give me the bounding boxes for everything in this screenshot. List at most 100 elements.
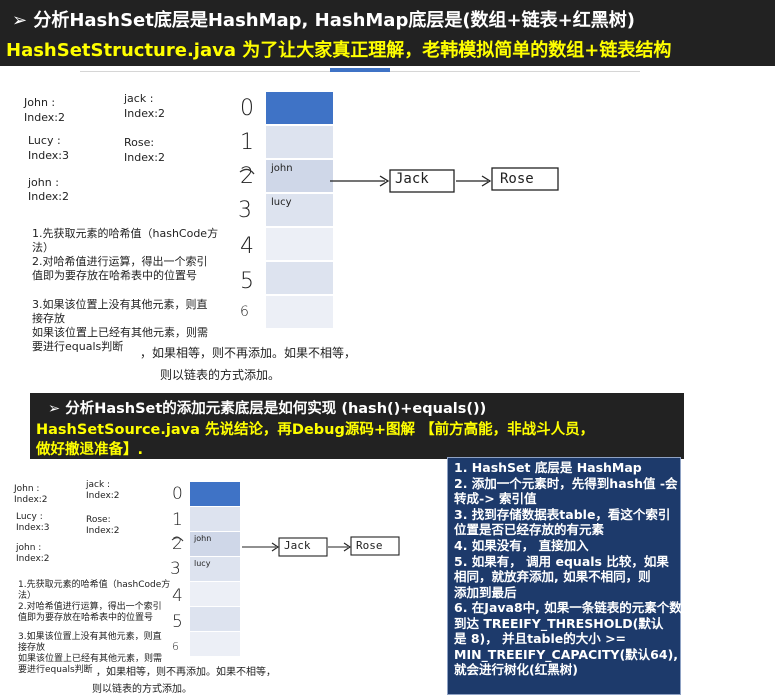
trailing-line-1: ，如果相等，则不再添加。如果不相等，	[140, 346, 357, 360]
step-line: 2.对哈希值进行运算，得出一个索引	[18, 602, 162, 612]
step-line: 如果该位置上已经有其他元素，则需	[18, 654, 163, 664]
second-banner-title: ➢ 分析HashSet的添加元素底层是如何实现 (hash()+equals()…	[48, 401, 487, 417]
trailing-line-2: 则以链表的方式添加。	[160, 368, 281, 382]
note-jack-index: Index:2	[124, 107, 165, 120]
info-item: 6. 在Java8中, 如果一条链表的元素个数	[454, 600, 682, 615]
array-cell	[190, 482, 240, 506]
top-banner-title: ➢ 分析HashSet底层是HashMap, HashMap底层是(数组+链表+…	[12, 10, 635, 31]
step-line: 接存放	[18, 643, 46, 653]
index-number: 3	[238, 198, 252, 223]
step-line: 1.先获取元素的哈希值（hashCode方	[32, 227, 219, 240]
array-cell: john	[190, 532, 240, 556]
step-line: 值即为要存放在哈希表中的位置号	[32, 269, 197, 282]
step-line: 1.先获取元素的哈希值（hashCode方	[18, 580, 171, 590]
note-lucy-label: Lucy :	[16, 512, 43, 522]
array-cell: john	[266, 160, 333, 192]
array-cell	[190, 607, 240, 631]
index-number: 5	[172, 612, 183, 632]
cell-john-text: john	[271, 163, 293, 174]
linked-list-drawing	[171, 536, 400, 557]
info-item: 相同，就放弃添加, 如果不相同，则	[454, 569, 651, 584]
note-john2-index: Index:2	[28, 190, 69, 203]
index-number: 0	[240, 96, 254, 121]
node-jack-text: Jack	[395, 171, 429, 187]
index-number: 0	[172, 484, 183, 504]
note-rose-index: Index:2	[86, 526, 120, 536]
linked-list-drawing	[239, 167, 559, 193]
note-rose-label: Rose:	[86, 515, 111, 525]
trailing-line-1: ，如果相等，则不再添加。如果不相等，	[96, 667, 276, 678]
step-line: 法）	[18, 591, 37, 601]
node-rose-text: Rose	[356, 539, 383, 552]
note-rose-index: Index:2	[124, 151, 165, 164]
info-item: 4. 如果没有， 直接加入	[454, 538, 589, 553]
top-banner	[0, 0, 775, 66]
note-john-index: Index:2	[14, 495, 48, 505]
step-line: 接存放	[32, 312, 65, 325]
index-number: 4	[240, 234, 254, 259]
note-rose-label: Rose:	[124, 136, 155, 149]
info-item: 添加到最后	[454, 585, 517, 600]
info-box: 1. HashSet 底层是 HashMap 2. 添加一个元素时，先得到has…	[447, 457, 682, 695]
note-lucy-index: Index:3	[28, 149, 69, 162]
info-item: 2. 添加一个元素时，先得到hash值 -会	[454, 476, 678, 491]
array-cell: lucy	[266, 194, 333, 226]
array-cell	[266, 296, 333, 328]
index-number: 6	[240, 304, 249, 320]
info-item: 1. HashSet 底层是 HashMap	[454, 460, 642, 475]
info-item: MIN_TREEIFY_CAPACITY(默认64),	[454, 647, 679, 662]
cell-lucy-text: lucy	[194, 559, 211, 568]
trailing-line-2: 则以链表的方式添加。	[92, 684, 192, 695]
node-jack-text: Jack	[284, 539, 311, 552]
cell-lucy-text: lucy	[271, 197, 292, 208]
note-john-label: John :	[24, 96, 56, 109]
array-table: john lucy	[190, 482, 240, 667]
second-banner-subtitle: HashSetSource.java 先说结论，再Debug源码+图解 【前方高…	[36, 422, 595, 438]
array-cell	[190, 582, 240, 606]
index-number: 5	[240, 269, 254, 294]
note-jack-label: jack :	[124, 92, 154, 105]
info-item: 5. 如果有， 调用 equals 比较，如果	[454, 554, 669, 569]
array-cell: lucy	[190, 557, 240, 581]
index-number: 2	[172, 534, 183, 554]
note-jack-label: jack :	[86, 480, 111, 490]
second-banner	[30, 393, 684, 459]
index-number: 3	[170, 559, 181, 579]
index-number: 1	[240, 130, 254, 155]
note-jack-index: Index:2	[86, 491, 120, 501]
note-john2-label: john :	[28, 176, 59, 189]
array-cell	[190, 507, 240, 531]
index-number: 1	[172, 510, 183, 530]
info-item: 3. 找到存储数据表table，看这个索引	[454, 507, 671, 522]
array-table: john lucy	[266, 92, 333, 342]
step-line: 要进行equals判断	[18, 665, 93, 675]
array-cell	[190, 632, 240, 656]
note-lucy-label: Lucy :	[28, 134, 61, 147]
index-number: 4	[172, 586, 183, 606]
cell-john-text: john	[194, 534, 212, 543]
step-line: 如果该位置上已经有其他元素，则需	[32, 326, 208, 339]
info-item: 就会进行树化(红黑树)	[454, 662, 578, 677]
note-lucy-index: Index:3	[16, 523, 50, 533]
info-item: 位置是否已经存放的有元素	[454, 522, 605, 537]
info-item: 转成-> 索引值	[454, 491, 537, 506]
second-banner-subtitle-2: 做好撤退准备】.	[36, 442, 144, 458]
index-number: 6	[172, 640, 179, 653]
step-line: 2.对哈希值进行运算，得出一个索引	[32, 255, 208, 268]
node-rose-text: Rose	[500, 171, 534, 187]
diagram-small: John : Index:2 Lucy : Index:3 john : Ind…	[0, 470, 450, 699]
step-line: 要进行equals判断	[32, 340, 124, 353]
step-line: 值即为要存放在哈希表中的位置号	[18, 613, 154, 623]
divider	[330, 68, 390, 72]
array-cell	[266, 262, 333, 294]
info-item: 到达 TREEIFY_THRESHOLD(默认	[454, 616, 664, 631]
top-banner-subtitle: HashSetStructure.java 为了让大家真正理解，老韩模拟简单的数…	[6, 40, 672, 61]
array-cell	[266, 228, 333, 260]
info-item: 是 8)， 并且table的大小 >=	[454, 631, 627, 646]
array-cell	[266, 126, 333, 158]
note-john-label: John :	[14, 484, 40, 494]
note-john2-label: john :	[16, 543, 42, 553]
note-john2-index: Index:2	[16, 554, 50, 564]
diagram-large: John : Index:2 Lucy : Index:3 john : Ind…	[0, 72, 775, 392]
step-line: 3.如果该位置上没有其他元素，则直	[32, 298, 208, 311]
